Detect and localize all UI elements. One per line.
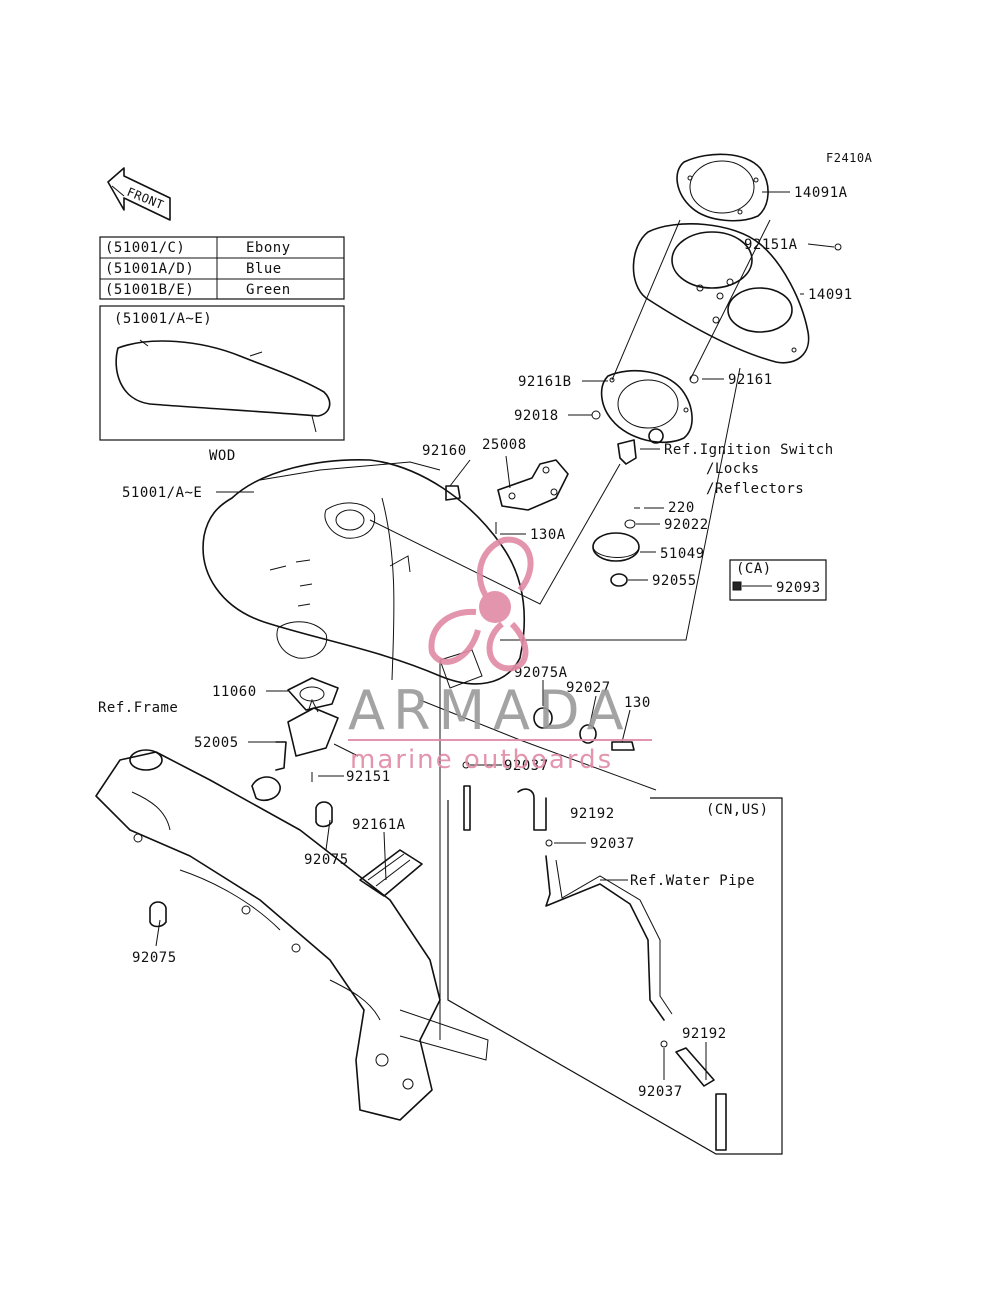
fuel-pump-52005 xyxy=(251,698,359,802)
tank-inset: (51001/A~E) WOD xyxy=(99,305,345,464)
callout-92192-upper: 92192 xyxy=(570,806,615,822)
gasket-11060 xyxy=(287,677,339,711)
ref-reflectors: /Reflectors xyxy=(706,481,804,497)
callout-52005: 52005 xyxy=(194,735,239,751)
propeller-hub-icon xyxy=(479,591,511,623)
callout-51001: 51001/A~E xyxy=(122,485,202,501)
oring-92055-icon xyxy=(610,573,628,587)
damper-92075A-icon xyxy=(533,707,553,729)
callout-92037-upper: 92037 xyxy=(590,836,635,852)
cap-51049 xyxy=(592,532,640,562)
callout-92151A: 92151A xyxy=(744,237,798,253)
clamp-92037-upper-icon xyxy=(545,839,553,847)
color-code-2: (51001A/D) xyxy=(105,261,194,277)
cn-us-box xyxy=(447,797,783,1155)
grommet-92018-icon xyxy=(591,410,601,420)
bolt-130-icon xyxy=(611,741,635,751)
ignition-switch-icon xyxy=(617,439,637,465)
ref-water-pipe: Ref.Water Pipe xyxy=(630,873,755,889)
color-name-3: Green xyxy=(246,282,291,298)
color-name-2: Blue xyxy=(246,261,282,277)
callout-92151: 92151 xyxy=(346,769,391,785)
callout-130A: 130A xyxy=(530,527,566,543)
watermark-tagline: marine outboards xyxy=(350,745,613,775)
grommet-92160-icon xyxy=(445,485,461,501)
reference-lines xyxy=(369,219,771,1040)
cover-gasket-14091A xyxy=(676,153,769,222)
callout-92022: 92022 xyxy=(664,517,709,533)
fuel-tank-51001 xyxy=(202,458,525,689)
figure-code: F2410A xyxy=(826,151,873,165)
callout-92161: 92161 xyxy=(728,372,773,388)
gasket-92161B xyxy=(600,370,693,444)
damper-92075-lower-icon xyxy=(149,901,167,928)
collar-92027-icon xyxy=(579,724,597,744)
cn-us-label: (CN,US) xyxy=(706,802,769,818)
callout-92161B: 92161B xyxy=(518,374,572,390)
ref-ignition-switch: Ref.Ignition Switch xyxy=(664,442,834,458)
callout-92192-lower: 92192 xyxy=(682,1026,727,1042)
ref-frame: Ref.Frame xyxy=(98,700,178,716)
watermark-brand: ARMADA xyxy=(348,679,632,742)
color-code-3: (51001B/E) xyxy=(105,282,194,298)
callout-92075-lower: 92075 xyxy=(132,950,177,966)
damper-92075-upper-icon xyxy=(315,801,333,828)
ref-locks: /Locks xyxy=(706,461,760,477)
callout-130: 130 xyxy=(624,695,651,711)
inset-title: (51001/A~E) xyxy=(114,311,212,327)
leader-lines xyxy=(155,191,835,1080)
callout-92018: 92018 xyxy=(514,408,559,424)
callout-92037-left: 92037 xyxy=(504,758,549,774)
water-pipe xyxy=(463,785,727,1151)
front-arrow-icon: FRONT xyxy=(107,167,171,221)
washer-92022-icon xyxy=(624,519,636,529)
inset-caption: WOD xyxy=(209,448,236,464)
callout-51049: 51049 xyxy=(660,546,705,562)
meter-cover-14091 xyxy=(632,223,810,364)
callout-92075-upper: 92075 xyxy=(304,852,349,868)
callout-14091: 14091 xyxy=(808,287,853,303)
propeller-logo-icon xyxy=(428,536,534,672)
callout-92075A: 92075A xyxy=(514,665,568,681)
color-table: (51001/C) Ebony (51001A/D) Blue (51001B/… xyxy=(99,236,345,300)
ca-label: (CA) xyxy=(736,561,772,577)
callout-92161A: 92161A xyxy=(352,817,406,833)
color-code-1: (51001/C) xyxy=(105,240,185,256)
callout-14091A: 14091A xyxy=(794,185,848,201)
grommet-92161-icon xyxy=(689,374,699,384)
color-name-1: Ebony xyxy=(246,240,291,256)
ca-box xyxy=(729,559,827,601)
bracket-25008 xyxy=(497,459,569,511)
callout-92093: 92093 xyxy=(776,580,821,596)
clamp-92037-lower-icon xyxy=(660,1040,668,1048)
callout-25008: 25008 xyxy=(482,437,527,453)
callout-220: 220 xyxy=(668,500,695,516)
seat-rail-92161A xyxy=(359,849,423,897)
clamp-92037-left-icon xyxy=(462,761,470,769)
watermark: ARMADA marine outboards xyxy=(348,536,652,775)
callout-92037-lower: 92037 xyxy=(638,1084,683,1100)
screw-92151A-icon xyxy=(834,243,842,251)
callout-92055: 92055 xyxy=(652,573,697,589)
callout-92160: 92160 xyxy=(422,443,467,459)
callout-11060: 11060 xyxy=(212,684,257,700)
frame xyxy=(95,749,489,1121)
callout-92027: 92027 xyxy=(566,680,611,696)
